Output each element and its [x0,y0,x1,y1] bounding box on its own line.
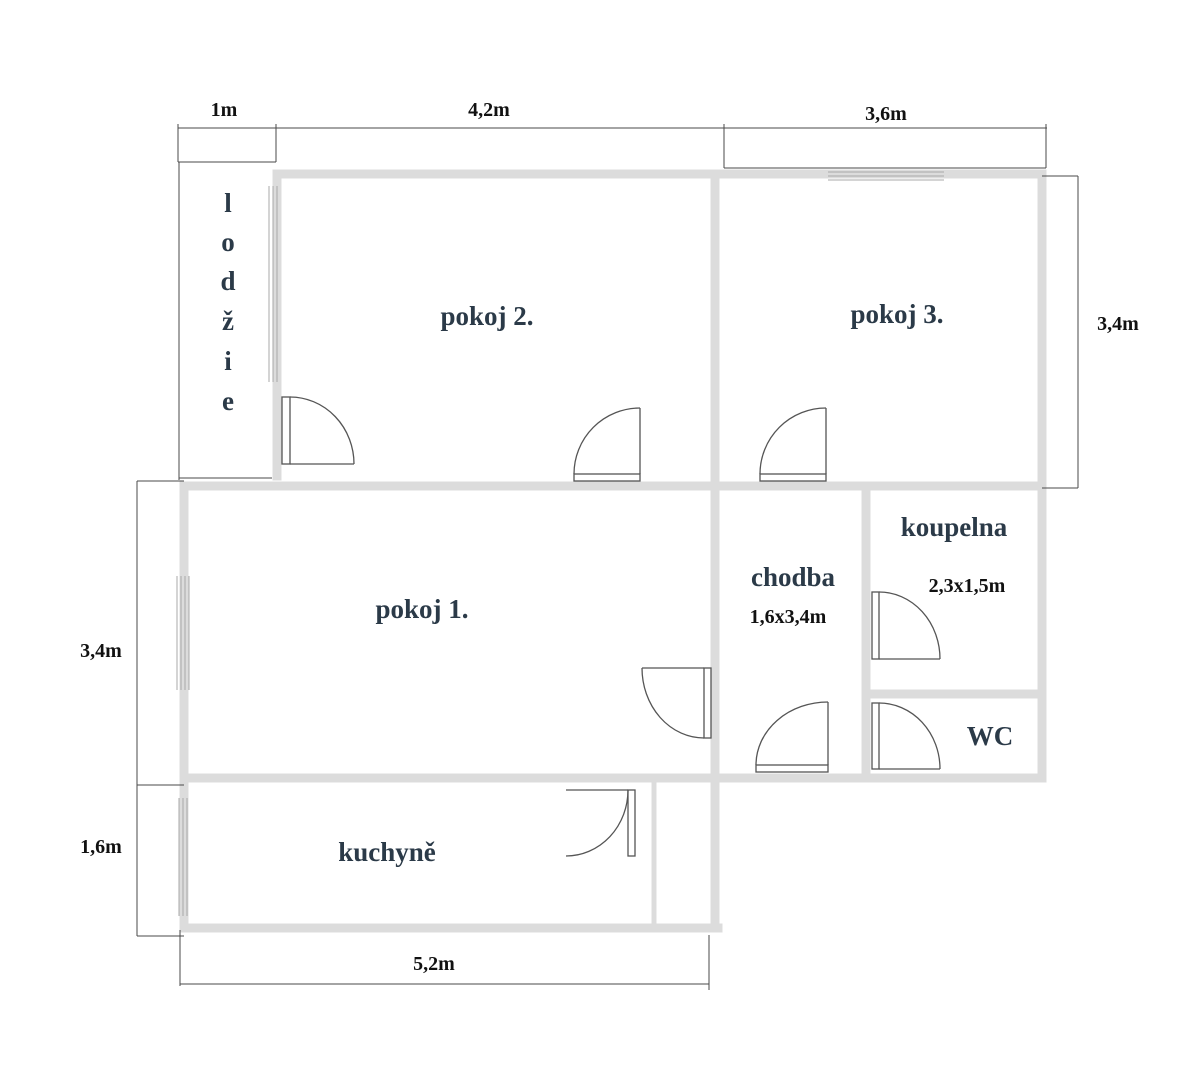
room-size-chodba: 1,6x3,4m [750,606,827,628]
lodzie-letter: l [224,188,232,218]
room-label-pokoj-2: pokoj 2. [440,301,533,331]
lodzie-letter: o [221,227,235,257]
doors [281,396,941,857]
window-kuchyne [178,798,188,916]
walls [179,169,1047,933]
dim-top-pokoj3: 3,6m [865,103,907,125]
window-pokoj1 [176,576,190,690]
door-wc [871,702,941,770]
door-lodzie [281,396,355,465]
room-label-koupelna: koupelna [901,512,1008,542]
room-label-pokoj-1: pokoj 1. [375,594,468,624]
dimension-lines [136,124,1079,990]
room-size-koupelna: 2,3x1,5m [929,575,1006,597]
dim-top-lodzie: 1m [211,99,238,121]
dim-top-pokoj2: 4,2m [468,99,510,121]
room-label-wc: WC [967,721,1014,751]
room-label-kuchyne: kuchyně [338,837,436,867]
dim-bottom-kuchyne: 5,2m [413,953,455,975]
lodzie-letter: i [224,346,232,376]
door-pokoj3 [759,407,827,482]
door-pokoj1 [641,667,712,739]
dimension-labels: 1m 4,2m 3,6m 3,4m 3,4m 1,6m 5,2m [80,99,1139,975]
windows [176,167,944,916]
room-label-pokoj-3: pokoj 3. [850,299,943,329]
lodzie-letter: ž [222,306,234,336]
door-kuchyne [565,789,636,857]
lodzie-letter: e [222,386,234,416]
room-label-lodzie: l o d ž i e [220,188,235,416]
room-labels: pokoj 2. pokoj 3. pokoj 1. chodba 1,6x3,… [220,188,1013,867]
room-label-chodba: chodba [751,562,836,592]
window-lodzie [268,186,278,382]
dim-right-pokoj3: 3,4m [1097,313,1139,335]
door-chodba [755,701,829,773]
lodzie-letter: d [220,266,235,296]
door-pokoj2 [573,407,641,482]
dim-left-kuchyne: 1,6m [80,836,122,858]
dim-left-pokoj1: 3,4m [80,640,122,662]
door-koupelna [871,591,941,660]
